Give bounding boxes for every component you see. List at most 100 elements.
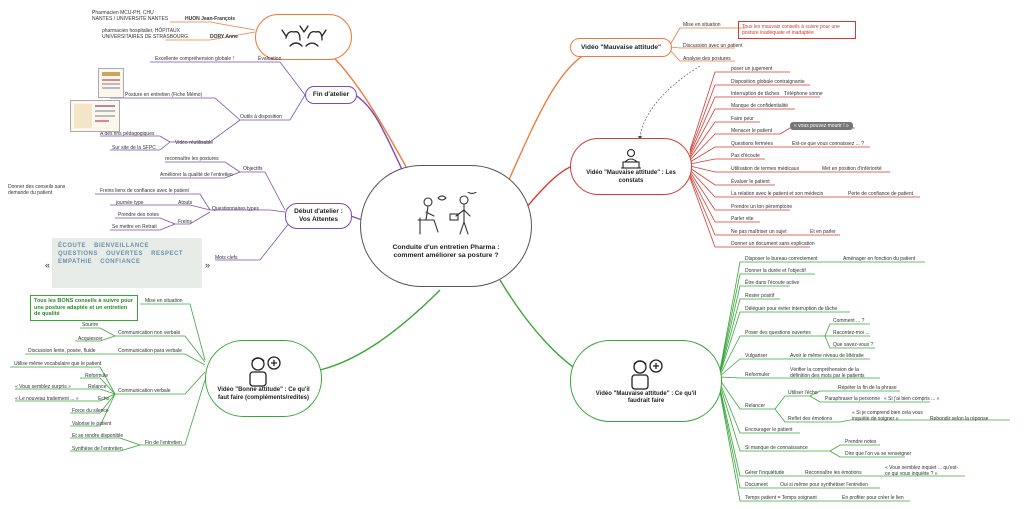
faudrait-temps-patient: Temps patient = Temps soignant bbox=[745, 495, 817, 501]
constat-en-parler: Et en parler bbox=[810, 229, 836, 235]
constat-item-5: Menacer le patient bbox=[731, 128, 773, 134]
faudrait-ecoute-active: Être dans l'écoute active bbox=[745, 280, 800, 286]
constat-item-4: Faire peur bbox=[731, 116, 754, 122]
faudrait-si-manque: Si manque de connaissance bbox=[745, 445, 808, 451]
bonne-synthese: Synthèse de l'entretien bbox=[72, 446, 123, 452]
bonne-relance: Relance bbox=[88, 384, 107, 390]
constat-item-11: Prendre un ton péremptoire bbox=[731, 204, 793, 210]
debut-journee-type: journée type bbox=[116, 200, 144, 206]
faudrait-si-jai-bien: « Si j'ai bien compris ... » bbox=[884, 396, 940, 402]
constat-item-7: Pas d'écoute bbox=[731, 153, 760, 159]
debut-donner-conseils: Donner des conseils sans demande du pati… bbox=[8, 184, 66, 196]
constat-vous-pouvez-mourir: « vous pouvez mourir ! » bbox=[794, 123, 849, 129]
debut-freins: Freins bbox=[178, 219, 192, 225]
fiche-memo-thumbnail-1[interactable] bbox=[98, 68, 124, 98]
word-cloud-image[interactable]: ÉCOUTE BIENVEILLANCE QUESTIONS OUVERTES … bbox=[52, 238, 202, 288]
constat-position-inferiorite: Met en position d'infériorité bbox=[822, 166, 882, 172]
consultation-illustration bbox=[417, 191, 477, 235]
faudrait-disposer: Disposer le bureau correctement bbox=[745, 256, 818, 262]
faudrait-gerer-inquietude: Gérer l'inquiétude bbox=[745, 470, 785, 476]
bonne-meme-vocab: Utilise même vocabulaire que le patient bbox=[14, 361, 102, 367]
mauvaise-discussion: Discussion avec un patient bbox=[683, 43, 743, 49]
constat-est-ce-que: Est-ce que vous connaissez ... ? bbox=[792, 141, 864, 147]
constat-perte-confiance: Perte de confiance de patient bbox=[848, 191, 914, 197]
mauvaise-attitude-node[interactable]: Vidéo "Mauvaise attitude" bbox=[570, 38, 672, 57]
authors-node[interactable] bbox=[255, 14, 352, 60]
constat-item-6: Questions fermées bbox=[731, 141, 773, 147]
person-add-icon bbox=[248, 356, 281, 387]
faudrait-en-profiter: En profiter pour créer le lien bbox=[842, 495, 904, 501]
faudrait-rebondir: Rebondir selon la réponse bbox=[930, 416, 989, 422]
faudrait-questions-ouvertes: Poser des questions ouvertes bbox=[745, 330, 811, 336]
constat-vous-pouvez-mourir-badge: « vous pouvez mourir ! » bbox=[790, 122, 853, 130]
constats-title: Vidéo "Mauvaise attitude" : Les constats bbox=[586, 170, 676, 184]
faudrait-title: Vidéo "Mauvaise attitude" : Ce qu'il fau… bbox=[595, 390, 697, 405]
bonne-sourire: Sourire bbox=[82, 322, 99, 328]
bonne-comm-verbale: Communication verbale bbox=[118, 388, 171, 394]
bonne-force-silence: Force du silence bbox=[72, 408, 109, 414]
constats-node[interactable]: Vidéo "Mauvaise attitude" : Les constats bbox=[570, 138, 692, 195]
mauvaise-analyse: Analyse des postures bbox=[683, 56, 731, 62]
bonne-acquiescer: Acquiescer bbox=[78, 336, 103, 342]
faudrait-reconnaitre-emotions: Reconnaître les émotions bbox=[805, 470, 862, 476]
author2-name: DORY Anne bbox=[210, 34, 238, 40]
central-title: Conduite d'un entretien Pharma : comment… bbox=[392, 243, 500, 260]
faudrait-positif: Rester positif bbox=[745, 293, 775, 299]
constat-telephone: Téléphone sonne bbox=[784, 91, 823, 97]
debut-atouts: Atouts bbox=[178, 200, 193, 206]
author1-name: HUON Jean-François bbox=[185, 16, 236, 22]
fin-atelier-title: Fin d'atelier bbox=[312, 91, 350, 98]
fin-excellente: Excellente compréhension globale ! bbox=[155, 56, 234, 62]
mauvaise-tous-mauvais: Tous les mauvais conseils à suivre pour … bbox=[742, 24, 840, 36]
bonne-valorise: Valorise le patient bbox=[72, 421, 112, 427]
debut-objectifs: Objectifs bbox=[243, 166, 263, 172]
fin-atelier-node[interactable]: Fin d'atelier bbox=[305, 86, 357, 104]
constat-item-13: Ne pas maîtriser un sujet bbox=[731, 229, 787, 235]
bonne-reformule: Reformule bbox=[85, 373, 109, 379]
debut-atelier-title: Début d'atelier : Vos Attentes bbox=[294, 208, 343, 223]
mauvaise-tous-mauvais-box: Tous les mauvais conseils à suivre pour … bbox=[738, 21, 856, 39]
faudrait-dire-renseigner: Dire que l'on va se renseigner bbox=[845, 451, 912, 457]
faudrait-verifier: Vérifier la compréhension de la définiti… bbox=[790, 367, 865, 379]
word-cloud-text: ÉCOUTE BIENVEILLANCE QUESTIONS OUVERTES … bbox=[58, 243, 184, 265]
mauvaise-attitude-title: Vidéo "Mauvaise attitude" bbox=[580, 43, 662, 51]
debut-freins-liens: Freins liens de confiance avec le patien… bbox=[100, 188, 189, 194]
bonne-comm-non-verbale: Communication non verbale bbox=[118, 330, 181, 336]
constat-item-12: Parler vite bbox=[731, 216, 754, 222]
faudrait-node[interactable]: Vidéo "Mauvaise attitude" : Ce qu'il fau… bbox=[570, 340, 722, 422]
author2-role: pharmacien hospitalier, HÔPITAUX UNIVERS… bbox=[102, 28, 189, 40]
debut-mots-cles: Mots clefs bbox=[215, 255, 238, 261]
faudrait-utiliser-echo: Utiliser l'écho bbox=[788, 390, 818, 396]
debut-questionnaires: Questionnaires types bbox=[212, 206, 259, 212]
faudrait-amenager: Aménager en fonction du patient bbox=[843, 256, 916, 262]
constat-item-9: Évaluer le patient bbox=[731, 179, 770, 185]
faudrait-prendre-notes: Prendre notes bbox=[845, 439, 877, 445]
debut-atelier-node[interactable]: Début d'atelier : Vos Attentes bbox=[285, 203, 352, 229]
people-icon bbox=[280, 25, 327, 47]
fin-evaluation: Évaluation bbox=[258, 56, 282, 62]
bonne-comm-para: Communication para verbale bbox=[118, 348, 182, 354]
faudrait-que-savez: Que savez-vous ? bbox=[833, 342, 874, 348]
fin-site-sfpc: Sur site de la SFPC bbox=[112, 145, 156, 151]
fin-posture-fiche: Posture en entretien (Fiche Mémo) bbox=[125, 92, 203, 98]
constat-item-0: poser un jugement bbox=[731, 66, 773, 72]
constat-item-8: Utilisation de termes médicaux bbox=[731, 166, 800, 172]
bonne-attitude-title: Vidéo "Bonne attitude" : Ce qu'il faut f… bbox=[217, 387, 310, 401]
fiche-memo-thumbnail-2[interactable] bbox=[70, 100, 120, 132]
bonne-vous-semblez: « Vous semblez surpris » bbox=[15, 384, 71, 390]
central-node[interactable]: Conduite d'un entretien Pharma : comment… bbox=[360, 165, 532, 287]
bonne-rendre-dispo: Et se rendre disponible bbox=[72, 433, 124, 439]
link-faudrait bbox=[499, 279, 586, 376]
bonne-mise-situation: Mise en situation bbox=[145, 298, 183, 304]
debut-mettre-retrait: Se mettre en Retrait bbox=[112, 224, 157, 230]
bonne-attitude-node[interactable]: Vidéo "Bonne attitude" : Ce qu'il faut f… bbox=[205, 340, 322, 417]
debut-prendre-notes: Prendre des notes bbox=[118, 212, 159, 218]
faudrait-repeter: Répéter la fin de la phrase bbox=[838, 385, 897, 391]
faudrait-comment: Comment ... ? bbox=[833, 318, 865, 324]
fin-fins-pedago: A des fins pédagogiques bbox=[100, 131, 155, 137]
faudrait-encourager: Encourager le patient bbox=[745, 427, 793, 433]
constat-item-2: Interruption de tâches bbox=[731, 91, 780, 97]
faudrait-vous-semblez-inquiet: « Vous semblez inquiet ... qu'est-ce qui… bbox=[885, 465, 959, 477]
bonne-nouveau-traitement: « Le nouveau traitement ... » bbox=[15, 396, 79, 402]
faudrait-duree: Donner la durée et l'objectif bbox=[745, 268, 806, 274]
